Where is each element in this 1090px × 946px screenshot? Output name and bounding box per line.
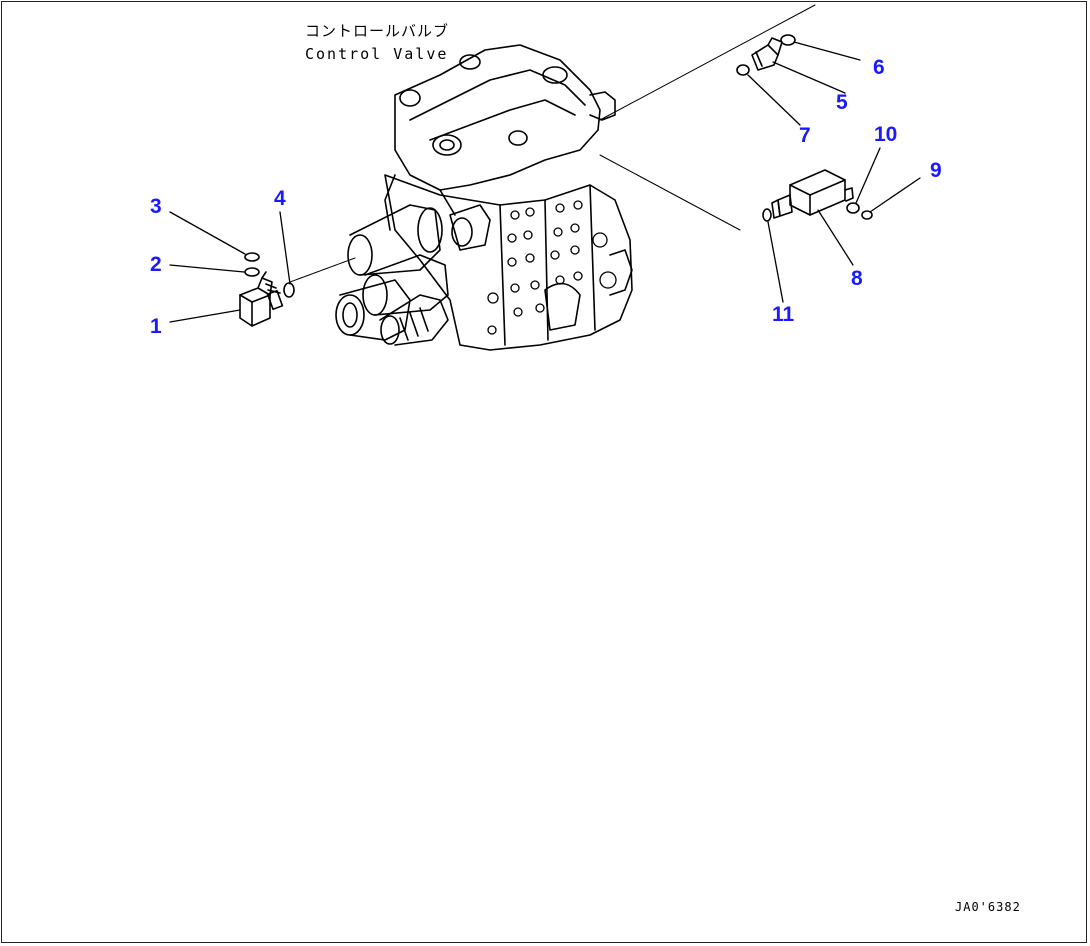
callout-2[interactable]: 2 [150,253,162,276]
callout-8[interactable]: 8 [851,267,863,290]
part-7-o-ring [736,64,750,76]
callout-10[interactable]: 10 [874,123,898,146]
part-3-o-ring [244,252,260,262]
part-1-elbow-fitting [239,271,284,327]
part-2-o-ring [244,267,260,277]
callout-5[interactable]: 5 [836,91,848,114]
callout-4[interactable]: 4 [274,187,286,210]
leader-lines [169,41,921,323]
part-6-o-ring [780,34,796,46]
title-english: Control Valve [305,45,449,63]
figure-code: JA0'6382 [955,900,1021,914]
reference-lines [289,4,816,283]
callout-11[interactable]: 11 [772,303,795,326]
valve-port-holes [487,200,617,335]
callout-1[interactable]: 1 [150,315,162,338]
part-11-o-ring [762,208,772,222]
title-japanese: コントロールバルブ [305,22,450,40]
callout-9[interactable]: 9 [930,159,942,182]
part-10-o-ring [846,202,860,214]
control-valve-body [335,44,633,351]
callout-3[interactable]: 3 [150,195,162,218]
part-8-valve [771,169,854,219]
part-4-o-ring [283,282,295,298]
part-9-o-ring [861,210,873,220]
callout-7[interactable]: 7 [799,124,811,147]
spool-caps [335,204,491,346]
part-5-fitting [751,37,783,71]
callout-6[interactable]: 6 [873,56,885,79]
